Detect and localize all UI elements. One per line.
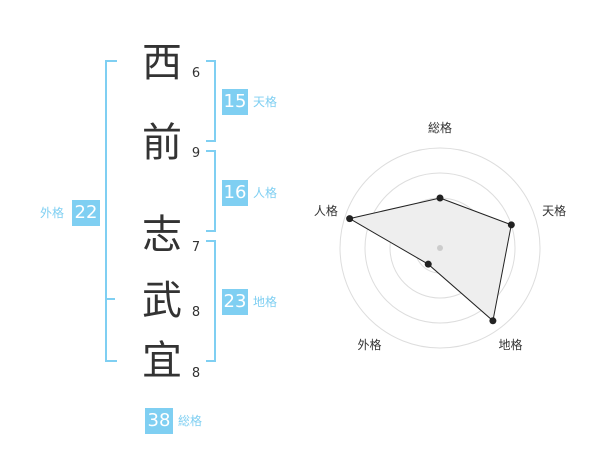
gaikaku-value: 22 [72, 200, 100, 226]
jinkaku-label: 人格 [253, 186, 278, 200]
soukaku-value: 38 [145, 408, 173, 434]
chikaku-bracket [206, 240, 216, 362]
radar-point-1 [436, 194, 444, 202]
stroke-count-5: 8 [191, 366, 201, 381]
radar-point-2 [507, 221, 515, 229]
gaikaku-bracket [105, 60, 117, 362]
gaikaku-bracket-divider [105, 298, 115, 300]
jinkaku-value: 16 [222, 180, 248, 206]
gaikaku-label: 外格 [40, 206, 65, 220]
radar-center-dot [437, 245, 443, 251]
tenkaku-bracket [206, 60, 216, 142]
radar-point-4 [424, 260, 432, 268]
stroke-count-3: 7 [191, 240, 201, 255]
jinkaku-bracket [206, 150, 216, 232]
radar-axis-label-1: 総格 [428, 120, 452, 135]
radar-axis-label-2: 天格 [542, 203, 566, 218]
radar-axis-label-5: 人格 [314, 203, 338, 218]
radar-area [348, 197, 512, 322]
radar-point-5 [346, 215, 354, 223]
stroke-count-2: 9 [191, 146, 201, 161]
radar-ring-4 [339, 147, 541, 349]
name-char-3: 志 [142, 212, 182, 258]
chikaku-label: 地格 [253, 295, 278, 309]
radar-axis-label-4: 外格 [357, 337, 381, 352]
name-char-2: 前 [142, 120, 182, 166]
name-char-5: 宜 [142, 338, 182, 384]
stroke-count-4: 8 [191, 305, 201, 320]
name-char-4: 武 [142, 278, 182, 324]
stroke-count-1: 6 [191, 66, 201, 81]
tenkaku-value: 15 [222, 89, 248, 115]
name-char-1: 西 [142, 40, 182, 86]
radar-point-3 [489, 317, 497, 325]
tenkaku-label: 天格 [253, 95, 278, 109]
chikaku-value: 23 [222, 289, 248, 315]
radar-ring-3 [364, 172, 516, 324]
radar-axis-label-3: 地格 [499, 337, 523, 352]
soukaku-label: 総格 [178, 414, 203, 428]
radar-points [346, 194, 515, 325]
